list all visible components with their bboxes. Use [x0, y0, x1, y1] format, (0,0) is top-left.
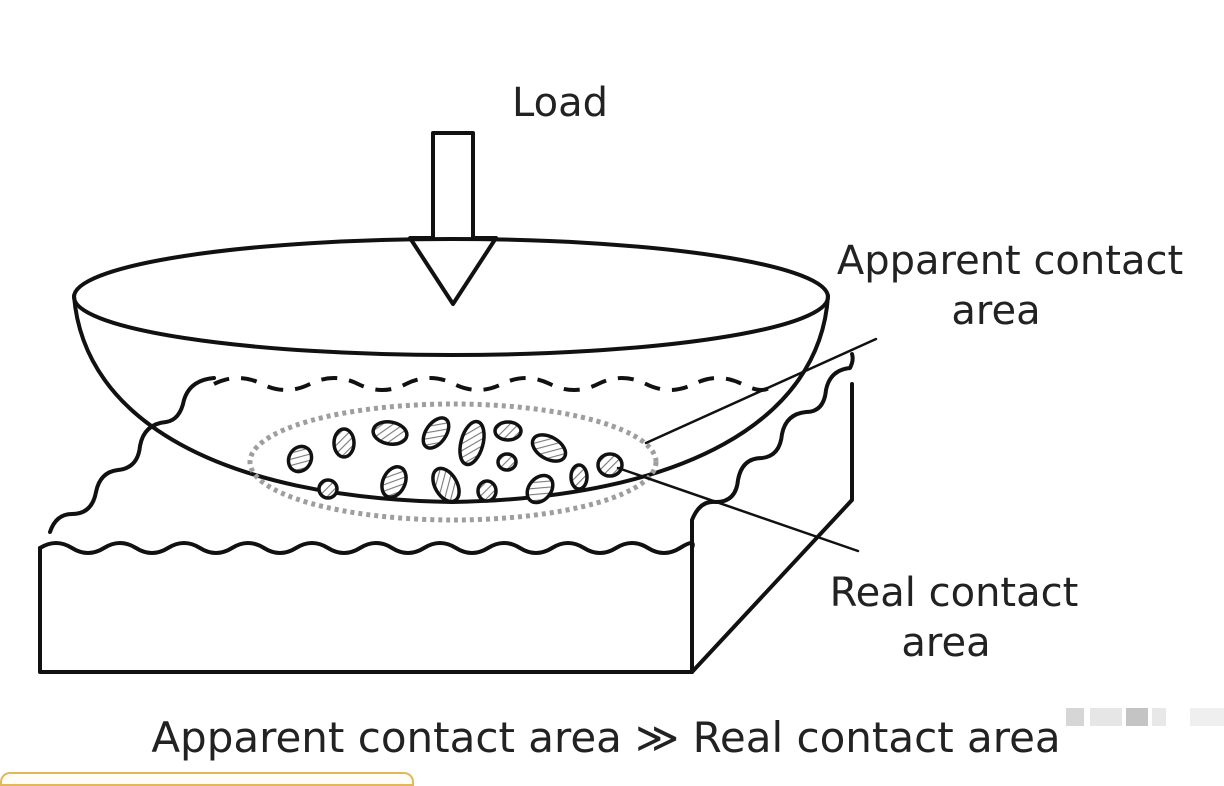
load-arrow	[408, 131, 498, 306]
comparison-caption: Apparent contact area ≫ Real contact are…	[151, 713, 1060, 762]
contact-spot	[371, 420, 409, 446]
contact-spot	[596, 452, 624, 478]
apparent-leader-line	[644, 337, 878, 445]
base-top-wavy-edge	[38, 541, 695, 555]
contact-spot	[421, 416, 451, 450]
contact-spot	[431, 466, 461, 504]
watermark	[1066, 708, 1224, 726]
contact-spot	[530, 433, 568, 463]
contact-spot	[317, 478, 339, 500]
apparent-contact-label-line1: Apparent contact	[837, 238, 1183, 284]
base-front-face	[38, 546, 694, 674]
base-block	[38, 352, 855, 674]
base-left-rough-edge	[48, 376, 216, 534]
real-contact-spots	[286, 416, 624, 505]
contact-spot	[286, 444, 314, 474]
contact-spot	[476, 479, 498, 503]
base-right-rough-edge	[690, 352, 855, 550]
contact-spot	[458, 419, 486, 467]
apparent-contact-label-line2: area	[951, 288, 1040, 334]
hemisphere	[72, 237, 830, 504]
real-contact-label-line2: area	[901, 620, 990, 666]
contact-spot	[380, 465, 408, 499]
base-side-face	[690, 382, 854, 674]
contact-spot	[496, 452, 518, 472]
real-contact-label-line1: Real contact	[830, 570, 1079, 616]
apparent-contact-outline	[247, 401, 659, 523]
base-back-dashed-edge	[213, 376, 774, 392]
real-leader-line	[616, 466, 860, 553]
contact-spot	[569, 463, 589, 491]
hemisphere-bowl	[72, 294, 830, 504]
hemisphere-top-rim	[72, 237, 830, 357]
contact-spot	[493, 420, 523, 442]
contact-spot	[332, 427, 356, 459]
bottom-tab-edge	[0, 772, 414, 786]
contact-spot	[525, 473, 555, 505]
load-label: Load	[512, 80, 608, 126]
